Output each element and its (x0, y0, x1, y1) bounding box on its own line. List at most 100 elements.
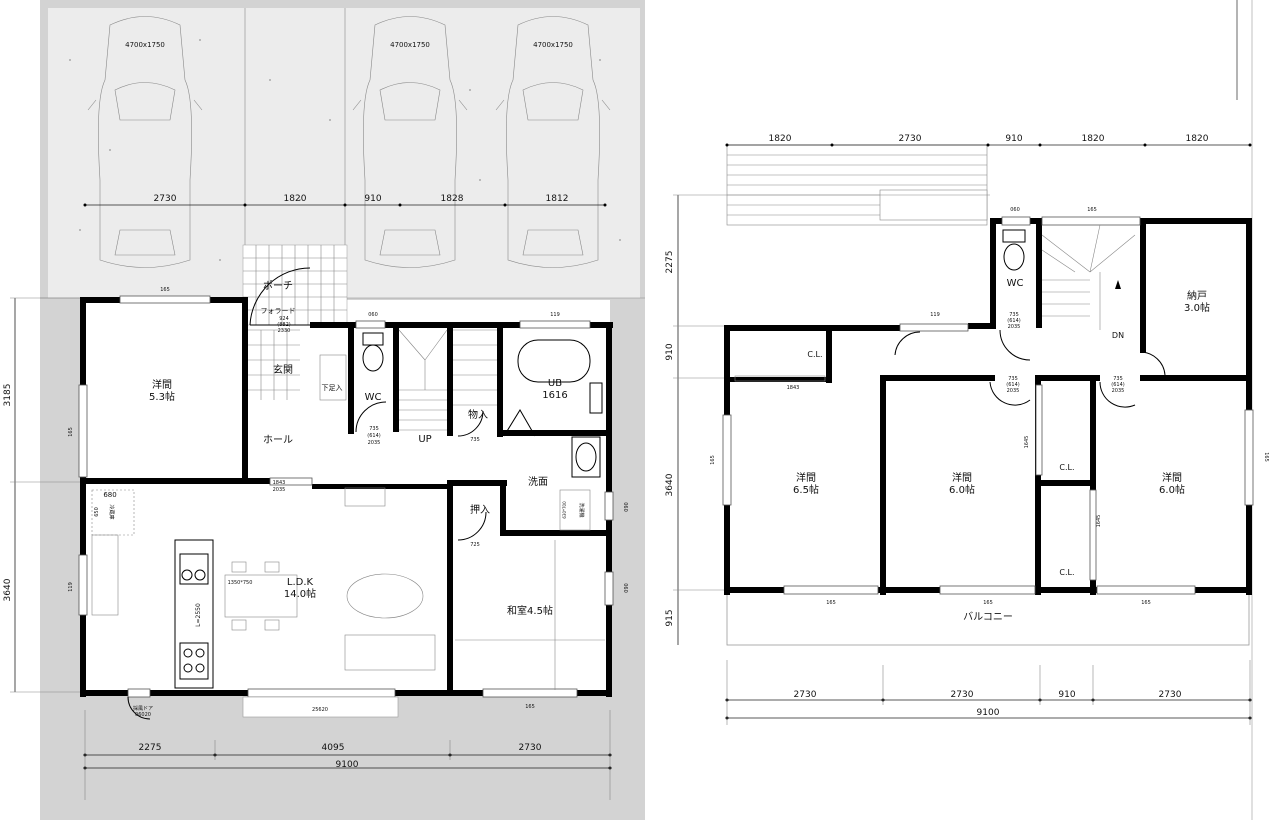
deck-window-size: 25620 (312, 707, 328, 713)
upper-room2-door-2: (614) (1006, 382, 1019, 388)
car-1 (87, 16, 203, 268)
upper-room2-door-1: 735 (1008, 376, 1018, 382)
closet-label-1: C.L. (807, 350, 822, 359)
room1-label: 洋間 (796, 471, 816, 484)
upper-dim-left-2: 910 (665, 343, 675, 360)
upper-wc-door-2: (614) (1007, 318, 1020, 324)
balcony-label: バルコニー (963, 611, 1013, 623)
upper-window-stair (1041, 216, 1141, 226)
window-washitsu-south (482, 688, 578, 698)
washer-size: 630*700 (562, 501, 567, 519)
upper-window-wc (1001, 216, 1031, 226)
window-east2-size: 060 (622, 502, 628, 512)
room-washroom-label: 洗面 (528, 476, 548, 488)
upper-dim-top-1: 1820 (769, 134, 792, 144)
porch-tiles (242, 244, 348, 400)
upper-wc-door-1: 735 (1009, 312, 1019, 318)
service-door-size: 06020 (135, 712, 151, 718)
upper-south-win1: 165 (826, 600, 836, 606)
upper-east-win: 165 (1263, 452, 1269, 462)
roof-lines (726, 144, 988, 226)
window-west1-size: 165 (68, 427, 74, 437)
window-hall (269, 477, 313, 486)
car-2 (352, 16, 468, 268)
upper-closet-size: 1843 (787, 385, 800, 391)
upper-room2-door-3: 2035 (1007, 388, 1020, 394)
hall-door-dim-1: 1843 (273, 480, 286, 486)
upper-dim-bottom-2: 2730 (951, 690, 974, 700)
room-storage-label: 物入 (468, 408, 488, 421)
window-ldk-south (247, 688, 396, 698)
stairs-ground (398, 329, 497, 431)
upper-dim-bottom-total: 9100 (977, 708, 1000, 718)
upper-window-east (1244, 409, 1254, 506)
fore-door-dim-1: 924 (279, 316, 289, 322)
window-west-size: 165 (160, 287, 170, 293)
table-size: 1350*750 (228, 580, 253, 586)
parking-dim-4: 1828 (441, 194, 464, 204)
closet-label-3: C.L. (1059, 568, 1074, 577)
car-3 (495, 16, 611, 268)
upper-dim-left-1: 2275 (665, 251, 675, 274)
deck (242, 696, 399, 718)
upper-south-win2: 165 (983, 600, 993, 606)
room-western-size: 5.3帖 (149, 390, 175, 403)
window-west2-size: 119 (68, 582, 74, 592)
parking-dim-3: 910 (364, 194, 381, 204)
upper-west-win: 165 (710, 455, 716, 465)
room-ub-size: 1616 (542, 390, 567, 401)
fridge-label: 冷蔵庫 (108, 504, 115, 519)
bathtub (517, 339, 591, 383)
washer-area (559, 489, 591, 531)
upper-window-south-2 (939, 585, 1036, 595)
wc-door-dim-2: (614) (367, 433, 380, 439)
storage-door-size: 735 (470, 437, 480, 443)
sofa-table (346, 573, 424, 619)
upper-stair-window-size: 165 (1087, 207, 1097, 213)
window-south-size: 165 (525, 704, 535, 710)
window-east1-size: 060 (622, 583, 628, 593)
closet-label-2: C.L. (1059, 463, 1074, 472)
car-label-3: 4700x1750 (533, 41, 573, 49)
window-east-2 (604, 491, 614, 521)
room-closet-label: 押入 (470, 503, 490, 516)
parking-dim-5: 1812 (546, 194, 569, 204)
wc-door-dim-3: 2035 (368, 440, 381, 446)
window-wc-size: 060 (368, 312, 378, 318)
sofa (344, 634, 436, 671)
kitchen-counter (174, 539, 214, 689)
upper-wc-door-3: 2035 (1008, 324, 1021, 330)
room-ub-label: UB (548, 378, 562, 389)
upper-dim-top-3: 910 (1005, 134, 1022, 144)
room3-label: 洋間 (1162, 471, 1182, 484)
upper-dim-left-3: 3640 (665, 473, 675, 496)
ground-floor-footprint (85, 300, 610, 692)
room-ldk-label: L.D.K (287, 577, 314, 588)
room-hall-label: ホール (263, 434, 293, 446)
window-ub (519, 320, 591, 329)
room-japanese-label: 和室4.5帖 (507, 604, 553, 617)
room-entrance-label: 玄関 (273, 363, 293, 376)
shoe-box-label: 下足入 (322, 384, 343, 392)
dim-bottom-2275: 2275 (139, 743, 162, 753)
stairs-up-label: UP (418, 434, 431, 445)
kitchen-length: L=2550 (195, 603, 202, 627)
hall-door-dim-2: 2035 (273, 487, 286, 493)
parking-dim-2: 1820 (284, 194, 307, 204)
upper-hall-window-size: 119 (930, 312, 940, 318)
window-wc (355, 320, 386, 329)
service-door-label: 採風ドア (133, 705, 153, 712)
upper-window-south-1 (783, 585, 879, 595)
fore-door-dim-3: 2330 (278, 328, 291, 334)
toilet-upper (1002, 229, 1026, 271)
upper-floor-walls (724, 218, 1252, 595)
upper-room3-door-1: 735 (1113, 376, 1123, 382)
room1-size: 6.5帖 (793, 483, 819, 496)
upper-room3-door-2: (614) (1111, 382, 1124, 388)
washer-label: 洗濯機 (578, 502, 585, 517)
room3-size: 6.0帖 (1159, 483, 1185, 496)
upper-dim-top-5: 1820 (1186, 134, 1209, 144)
room-wc-label: WC (365, 392, 382, 403)
fore-door-label: フォラード (261, 307, 296, 315)
